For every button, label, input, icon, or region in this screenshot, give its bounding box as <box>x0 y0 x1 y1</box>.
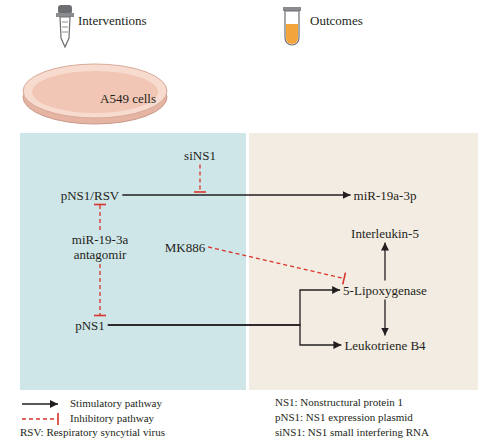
inhibitory-sample <box>22 418 58 419</box>
intervention-label: pNS1/RSV <box>58 186 123 205</box>
intervention-label: pNS1 <box>72 316 108 335</box>
test-tube-icon <box>283 7 301 45</box>
stimulatory-arrow <box>122 194 350 195</box>
stimulatory-arrow <box>384 243 385 281</box>
node-text: Leukotriene B4 <box>344 338 425 353</box>
legend-row: Stimulatory pathway <box>20 396 162 411</box>
outcome-label: 5-Lipoxygenase <box>340 281 430 300</box>
inhibitory-connector <box>99 205 100 231</box>
legend-sample <box>20 413 64 425</box>
section-heading: Outcomes <box>310 13 363 28</box>
node-text: A549 cells <box>100 91 156 106</box>
legend: Stimulatory pathwayInhibitory pathway <box>20 396 162 426</box>
outcome-label: Interleukin-5 <box>348 224 422 243</box>
node-text: Interleukin-5 <box>351 226 419 241</box>
inhibitory-connector <box>208 247 344 279</box>
abbreviation-note: NS1: Nonstructural protein 1 <box>275 396 403 409</box>
stimulatory-arrow <box>108 290 340 325</box>
intervention-label: siNS1 <box>181 146 219 165</box>
legend-sample <box>20 398 64 410</box>
interventions-panel <box>20 133 246 390</box>
outcomes-panel <box>249 133 478 390</box>
outcome-label: Leukotriene B4 <box>341 336 428 355</box>
petri-dish: A549 cells <box>20 55 170 127</box>
stimulatory-arrow <box>384 300 385 336</box>
node-text: 5-Lipoxygenase <box>343 283 427 298</box>
stimulatory-arrow <box>108 325 342 345</box>
stimulatory-sample <box>22 403 58 404</box>
legend-row: Inhibitory pathway <box>20 411 162 426</box>
intervention-label: MK886 <box>162 238 208 257</box>
node-text: miR-19a-3p <box>354 188 417 203</box>
intervention-label: miR-19-3a antagomir <box>62 230 138 264</box>
node-text: siNS1 <box>184 148 216 163</box>
node-text: pNS1/RSV <box>61 188 120 203</box>
node-text: miR-19-3a antagomir <box>65 232 135 262</box>
node-text: MK886 <box>165 240 205 255</box>
legend-text: Inhibitory pathway <box>70 412 154 425</box>
abbreviation-note: RSV: Respiratory syncytial virus <box>20 426 165 439</box>
pipette-icon <box>56 5 74 47</box>
legend-text: Stimulatory pathway <box>70 397 162 410</box>
outcome-label: miR-19a-3p <box>351 186 420 205</box>
inhibitory-connector <box>99 264 100 316</box>
section-heading: Interventions <box>78 13 147 28</box>
inhibitory-line <box>199 165 200 193</box>
abbreviation-note: pNS1: NS1 expression plasmid <box>275 411 413 424</box>
abbreviation-note: siNS1: NS1 small interfering RNA <box>275 426 429 439</box>
node-text: pNS1 <box>75 318 105 333</box>
